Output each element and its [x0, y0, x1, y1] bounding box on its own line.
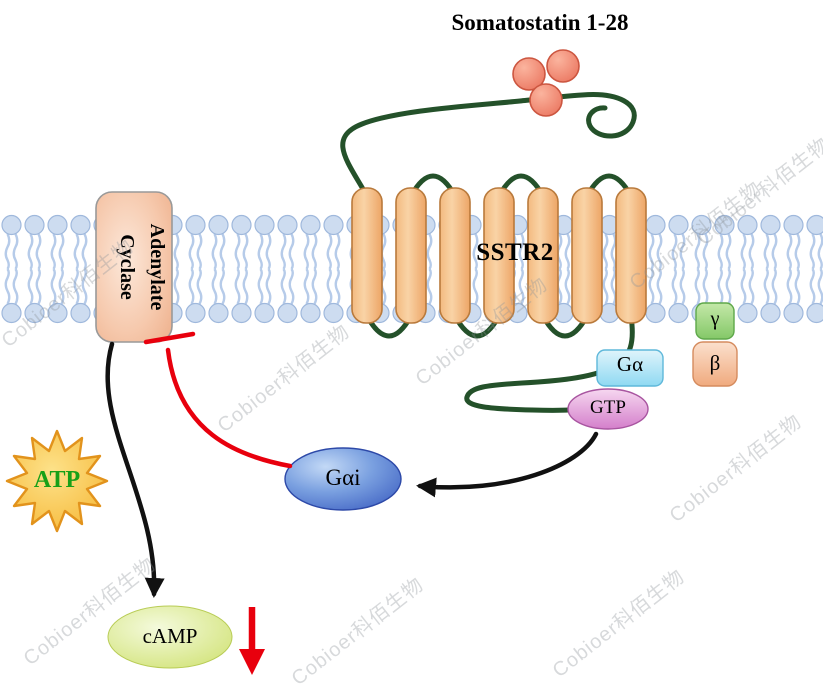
- arrow-ac-to-camp: [105, 341, 165, 598]
- adenylate-cyclase-shape: [95, 191, 173, 343]
- gtp-shape: [567, 388, 649, 430]
- n-terminus-chain: [340, 92, 637, 199]
- beta-subunit-shape: [692, 341, 738, 387]
- atp-starburst: [5, 429, 109, 533]
- g-alpha-shape: [596, 349, 664, 387]
- receptor-helices: [351, 187, 647, 324]
- arrow-gtp-to-gai: [416, 431, 599, 498]
- camp-decrease-arrow: [239, 607, 265, 675]
- somatostatin-ligand: [512, 49, 580, 117]
- camp-shape: [107, 605, 233, 669]
- inhibition-bar: [143, 331, 196, 345]
- activation-arrows: [105, 341, 599, 598]
- g-alpha-i-shape: [284, 447, 402, 511]
- gamma-subunit-shape: [695, 302, 735, 340]
- inhibition-arrow: [143, 331, 293, 469]
